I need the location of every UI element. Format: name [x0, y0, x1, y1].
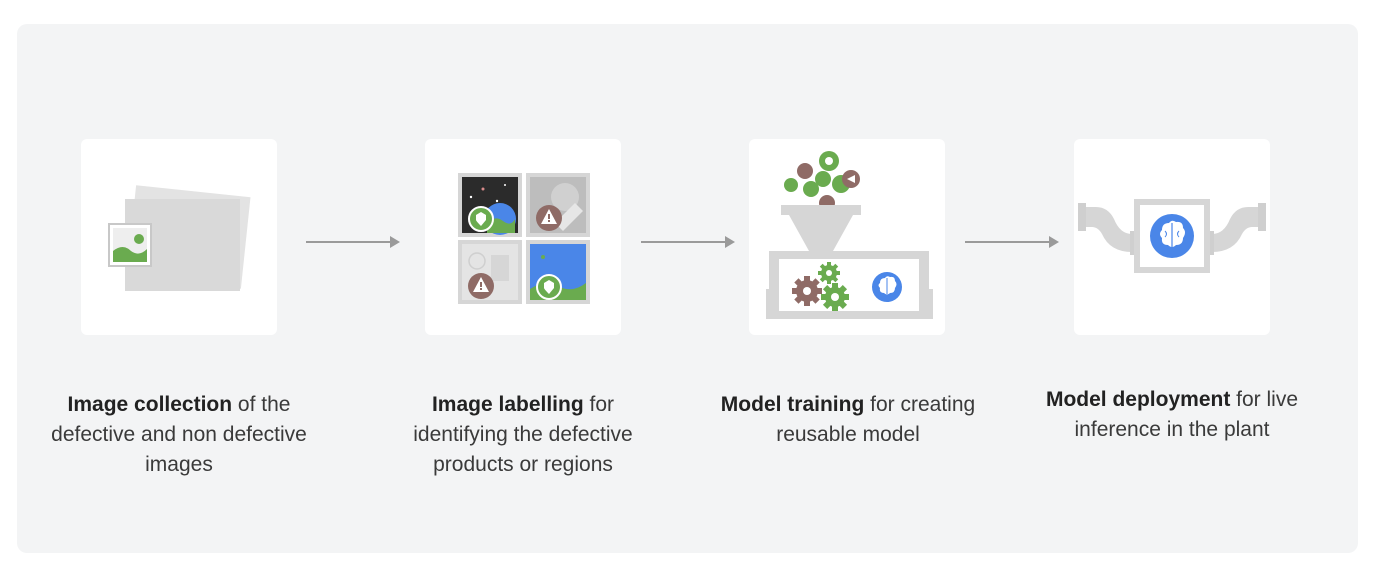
label-grid-icon: [458, 173, 590, 304]
step-title: Image collection: [67, 393, 233, 416]
image-labelling-card: [425, 139, 621, 335]
step-description: for identifying the defective products o…: [413, 393, 633, 476]
training-hopper-icon: [766, 151, 933, 319]
arrow-icon: [306, 236, 400, 248]
step-caption: Image labelling for identifying the defe…: [393, 390, 653, 480]
step-caption: Model training for creating reusable mod…: [718, 390, 978, 450]
step-description: for creating reusable model: [776, 393, 976, 446]
model-training-card: [749, 139, 945, 335]
photo-stack-icon: [108, 185, 251, 291]
arrow-icon: [965, 236, 1059, 248]
image-collection-card: [81, 139, 277, 335]
step-caption: Image collection of the defective and no…: [49, 390, 309, 480]
model-deployment-card: [1074, 139, 1270, 335]
step-title: Image labelling: [431, 393, 584, 416]
step-description: of the defective and non defective image…: [51, 393, 307, 476]
step-caption: Model deployment for live inference in t…: [1042, 385, 1302, 445]
step-description: for live inference in the plant: [1074, 388, 1299, 441]
step-title: Model training: [720, 393, 865, 416]
pipeline-brain-icon: [1078, 199, 1266, 273]
step-title: Model deployment: [1045, 388, 1231, 411]
arrow-icon: [641, 236, 735, 248]
